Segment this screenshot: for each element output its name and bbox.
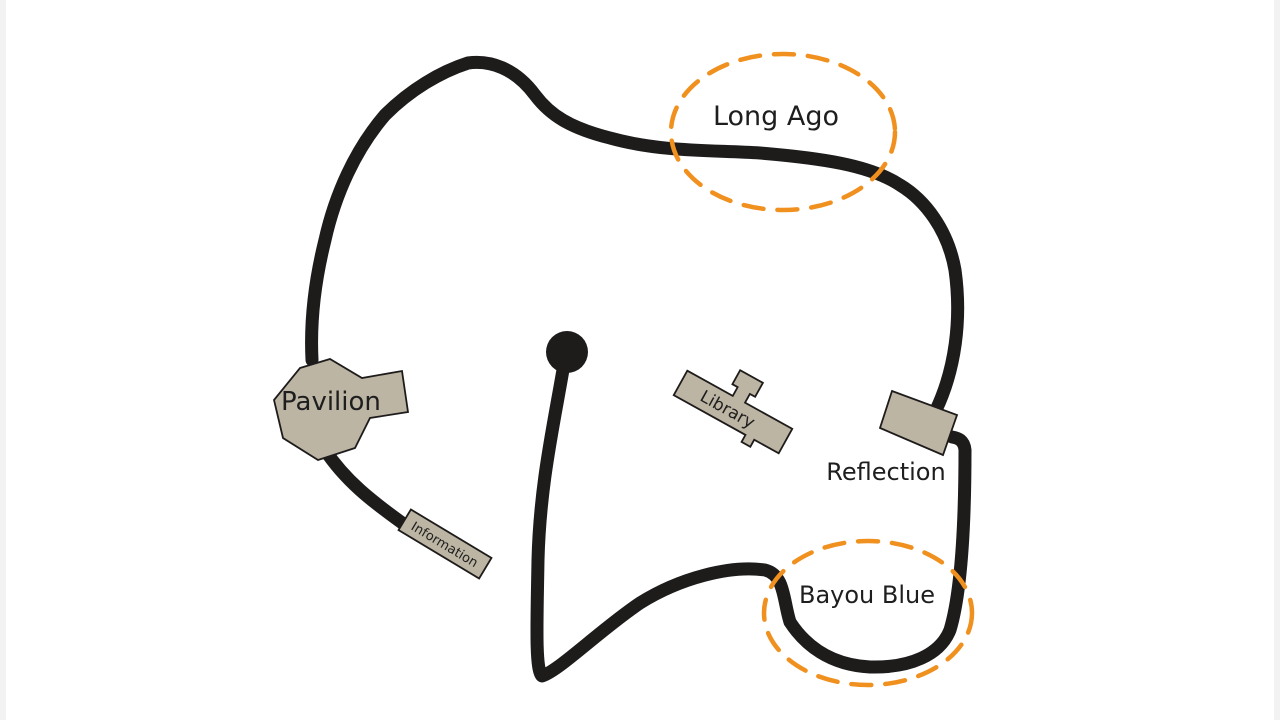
- building-reflection[interactable]: Reflection: [826, 389, 959, 486]
- trail-path: [530, 345, 972, 683]
- zone-long-ago[interactable]: Long Ago: [668, 51, 898, 213]
- trail-path-info: [318, 443, 412, 532]
- map-canvas: Long Ago Bayou Blue Pavilion Information…: [6, 0, 1274, 720]
- building-pavilion[interactable]: Pavilion: [273, 358, 410, 461]
- building-library[interactable]: Library: [670, 348, 805, 460]
- building-information[interactable]: Information: [397, 508, 493, 580]
- zone-bayou-blue[interactable]: Bayou Blue: [761, 538, 975, 688]
- zone-label-long-ago: Long Ago: [713, 101, 839, 132]
- trail-path-loop: [305, 55, 965, 417]
- building-label-pavilion: Pavilion: [281, 387, 381, 417]
- zone-label-bayou-blue: Bayou Blue: [799, 581, 935, 609]
- start-dot-icon[interactable]: [546, 331, 588, 373]
- building-label-reflection: Reflection: [826, 458, 945, 486]
